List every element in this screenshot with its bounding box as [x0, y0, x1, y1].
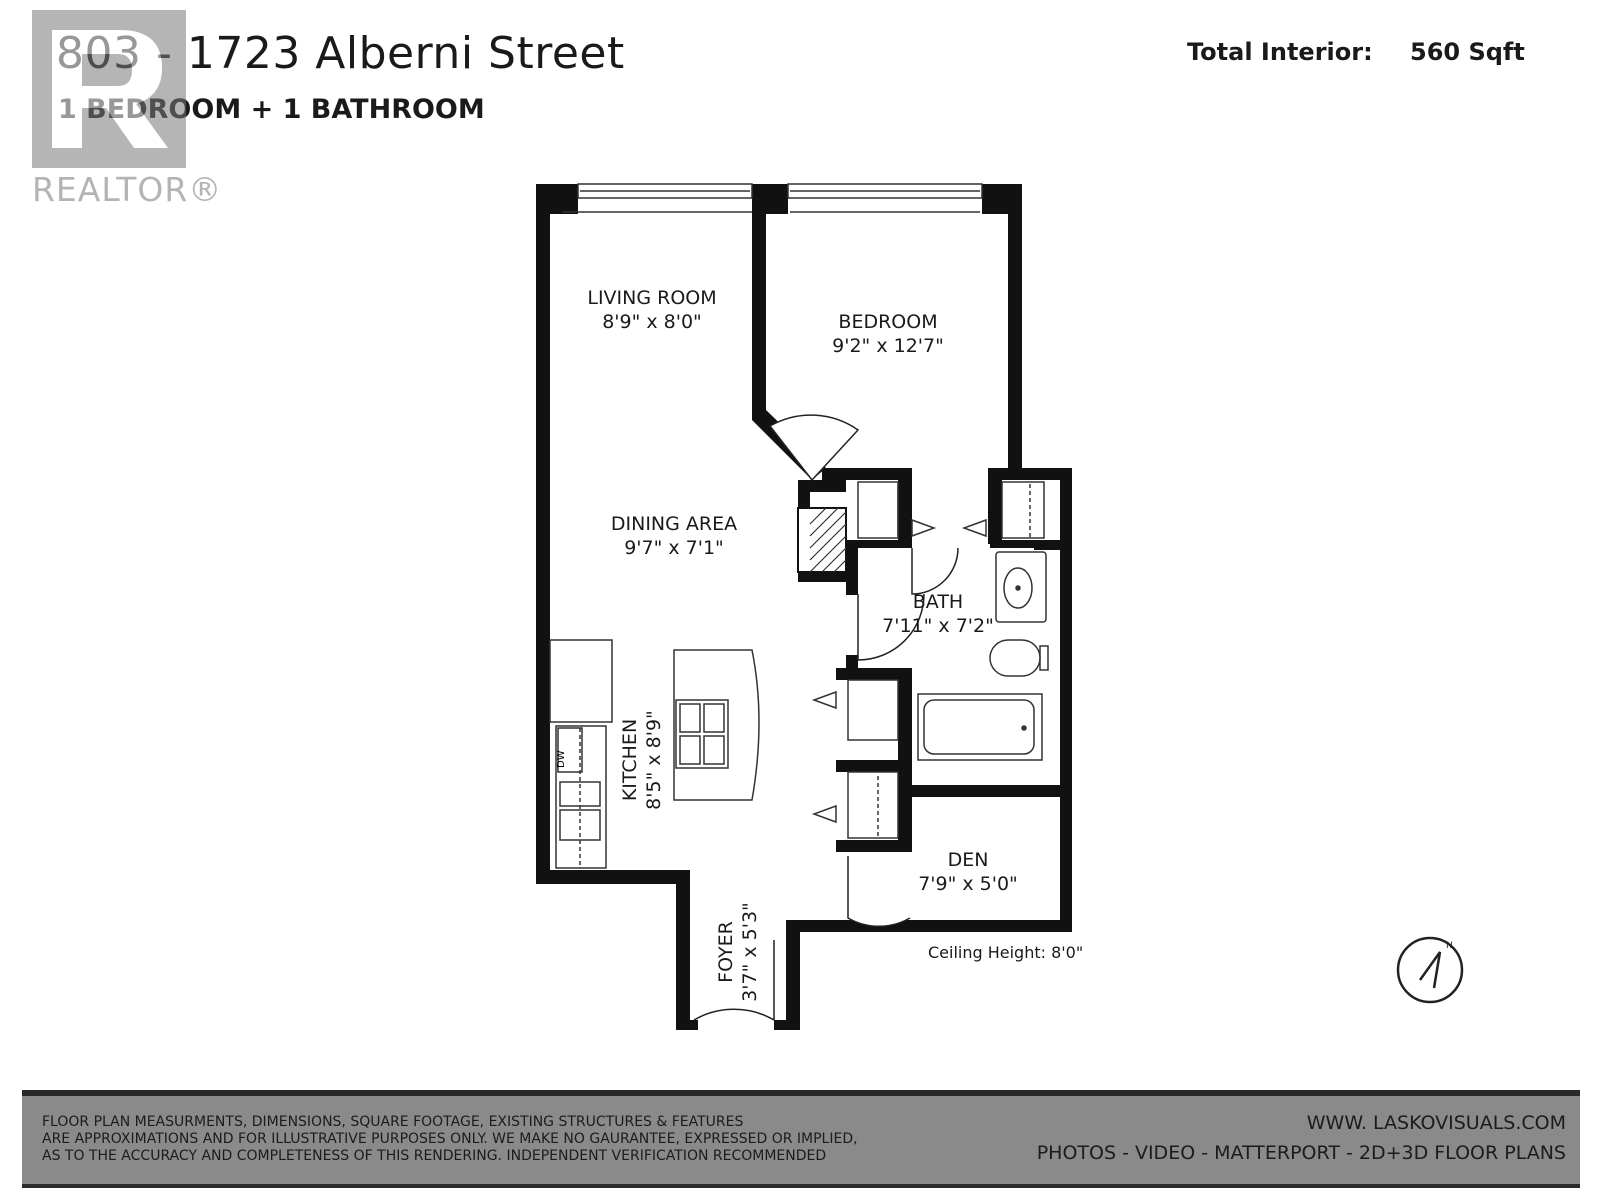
footer-top-rule	[22, 1090, 1580, 1096]
bathroom-fixtures	[917, 551, 1049, 761]
kitchen-dims: 8'5" x 8'9"	[643, 710, 665, 810]
footer-disclaimer: FLOOR PLAN MEASURMENTS, DIMENSIONS, SQUA…	[42, 1114, 858, 1165]
bedroom-door	[752, 410, 860, 482]
bedroom-dims: 9'2" x 12'7"	[832, 335, 944, 357]
closets	[811, 481, 1045, 839]
realtor-r-icon	[32, 10, 186, 168]
footer-banner: FLOOR PLAN MEASURMENTS, DIMENSIONS, SQUA…	[22, 1096, 1580, 1184]
den-name: DEN	[948, 849, 989, 871]
kitchen-name: KITCHEN	[619, 719, 641, 801]
foyer-dims: 3'7" x 5'3"	[739, 902, 761, 1002]
foyer-name: FOYER	[715, 921, 737, 983]
north-arrow-icon: N	[1396, 936, 1464, 1004]
disclaimer-line-1: FLOOR PLAN MEASURMENTS, DIMENSIONS, SQUA…	[42, 1114, 744, 1130]
compass-letter: N	[1446, 941, 1453, 951]
footer-bottom-rule	[22, 1184, 1580, 1188]
total-interior-label: Total Interior:	[1187, 38, 1373, 66]
realtor-logo: REALTOR®	[30, 8, 221, 209]
total-interior-value: 560 Sqft	[1410, 38, 1525, 66]
realtor-logo-text: REALTOR®	[32, 170, 223, 209]
den-dims: 7'9" x 5'0"	[918, 873, 1018, 895]
floor-plan: DW LIVING ROOM 8'9" x 8'0" BEDROOM 9'2" …	[536, 183, 1072, 1030]
bath-name: BATH	[913, 591, 963, 613]
dining-area-name: DINING AREA	[611, 513, 737, 535]
disclaimer-line-2: ARE APPROXIMATIONS AND FOR ILLUSTRATIVE …	[42, 1131, 858, 1147]
footer-services: PHOTOS - VIDEO - MATTERPORT - 2D+3D FLOO…	[1036, 1142, 1566, 1164]
bedroom-name: BEDROOM	[838, 311, 937, 333]
living-room-name: LIVING ROOM	[587, 287, 716, 309]
kitchen-fixtures	[549, 639, 760, 869]
disclaimer-line-3: AS TO THE ACCURACY AND COMPLETENESS OF T…	[42, 1148, 827, 1164]
windows	[562, 183, 983, 213]
footer-website: WWW. LASKOVISUALS.COM	[1306, 1112, 1566, 1134]
doors	[693, 547, 959, 1022]
dining-area-dims: 9'7" x 7'1"	[624, 537, 724, 559]
ceiling-height-note: Ceiling Height: 8'0"	[928, 943, 1084, 962]
bath-dims: 7'11" x 7'2"	[882, 615, 994, 637]
living-room-dims: 8'9" x 8'0"	[602, 311, 702, 333]
hatched-column	[797, 507, 847, 573]
dishwasher-label: DW	[556, 750, 567, 768]
